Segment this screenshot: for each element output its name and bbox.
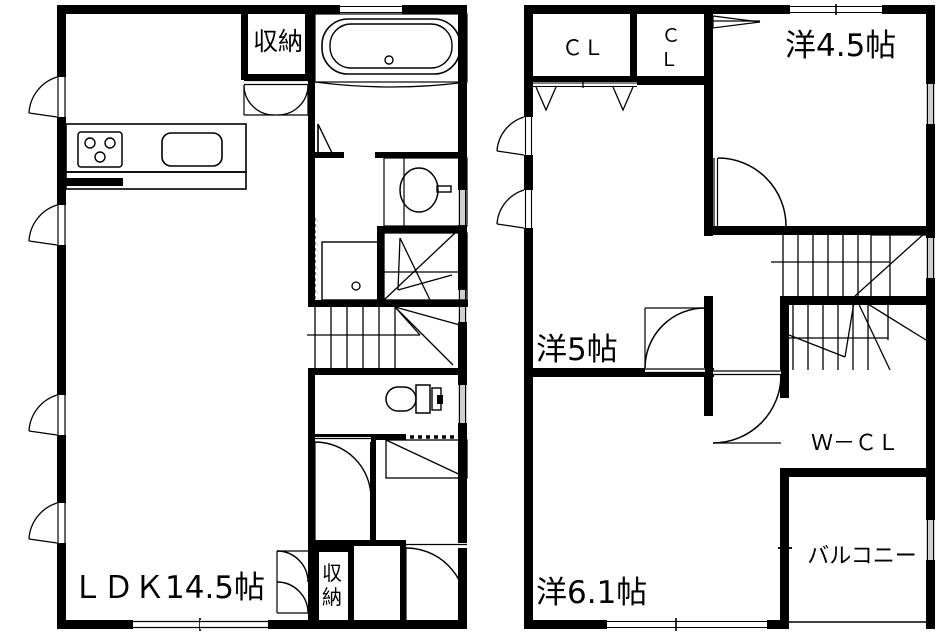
f2-exterior-openings	[496, 4, 935, 631]
f1-interior-doors	[276, 437, 467, 629]
f2-interior-doors	[644, 157, 792, 620]
f1-bathroom	[314, 13, 468, 156]
f2-staircase-icon	[771, 231, 927, 371]
room-label-walk-in-closet: Ｗ－ＣＬ	[811, 431, 899, 456]
room-label-storage-bottom-line2: 納	[322, 585, 342, 609]
room-label-storage-bottom-line1: 収	[322, 561, 342, 585]
room-label-closet-2-line1: Ｃ	[661, 25, 680, 47]
floor-1-plan: ＬＤＫ14.5帖 収納 収 納	[28, 5, 468, 631]
room-label-western-61: 洋6.1帖	[536, 575, 647, 611]
room-label-storage-top: 収納	[253, 27, 303, 56]
room-label-balcony: バルコニー	[807, 544, 917, 569]
f1-storage-door	[243, 79, 309, 116]
f1-lavatory	[383, 157, 468, 227]
room-label-closet-2-line2: Ｌ	[659, 49, 678, 71]
f1-toilet	[385, 384, 443, 414]
f1-entrance-shoebox	[385, 439, 468, 479]
f2-closet-doors	[533, 15, 761, 112]
room-label-western-45: 洋4.5帖	[785, 28, 896, 64]
room-label-ldk: ＬＤＫ14.5帖	[72, 570, 265, 606]
f1-room-labels: ＬＤＫ14.5帖 収納 収 納	[72, 27, 342, 609]
f1-staircase-icon	[307, 306, 468, 368]
f1-under-stair-closet	[383, 232, 468, 301]
room-label-western-5: 洋5帖	[536, 332, 618, 368]
gas-stove-icon	[77, 131, 123, 168]
f1-washer-pan	[312, 218, 381, 301]
floor-2-plan: 洋4.5帖 洋5帖 洋6.1帖 ＣＬ Ｃ Ｌ Ｗ－ＣＬ バルコニー	[496, 4, 935, 631]
kitchen-sink-icon	[161, 132, 223, 167]
room-label-closet-1: ＣＬ	[562, 36, 604, 60]
f2-room-labels: 洋4.5帖 洋5帖 洋6.1帖 ＣＬ Ｃ Ｌ Ｗ－ＣＬ バルコニー	[536, 25, 917, 611]
f1-kitchen	[65, 123, 247, 190]
